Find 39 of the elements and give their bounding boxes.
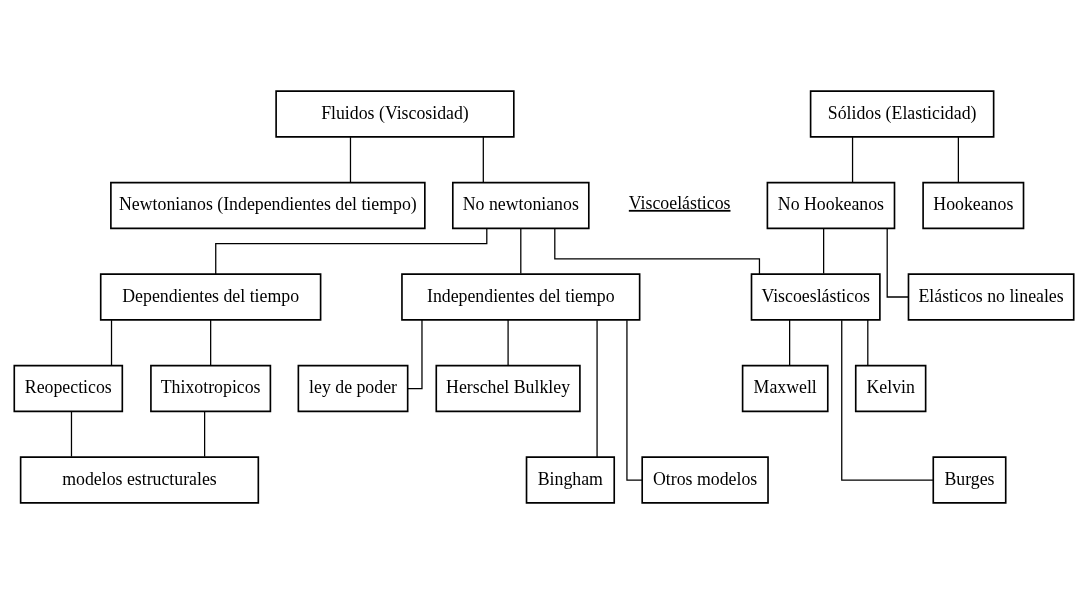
connector [349, 136, 352, 183]
node-box: Reopecticos [13, 364, 124, 413]
connector [886, 227, 909, 298]
node-box: Sólidos (Elasticidad) [809, 90, 995, 138]
connector [867, 319, 869, 366]
node-box: Newtonianos (Independientes del tiempo) [110, 181, 426, 230]
connector [482, 136, 484, 183]
node-box: modelos estructurales [19, 456, 260, 504]
node-box: Otros modelos [641, 456, 769, 504]
connector [841, 319, 934, 481]
connector [520, 227, 522, 275]
node-box: Dependientes del tiempo [99, 273, 322, 321]
node-box: No Hookeanos [766, 181, 896, 230]
connector [70, 410, 73, 458]
label: Viscoelásticos [628, 192, 731, 213]
node-box: Kelvin [854, 364, 927, 413]
connector [626, 319, 643, 481]
connector [210, 319, 212, 366]
node-box: Herschel Bulkley [435, 364, 581, 413]
connector [789, 319, 791, 366]
node-box: ley de poder [297, 364, 409, 413]
node-box: Hookeanos [922, 181, 1025, 230]
connector [957, 136, 959, 183]
node-box: Bingham [525, 456, 616, 504]
node-box: Independientes del tiempo [401, 273, 641, 321]
connector [851, 136, 854, 183]
connector [554, 227, 761, 275]
connector [110, 319, 113, 366]
connector [596, 319, 598, 458]
node-box: Viscoeslásticos [750, 273, 881, 321]
connector [507, 319, 509, 366]
connector [204, 410, 206, 458]
node-box: Fluidos (Viscosidad) [275, 90, 515, 138]
node-box: Elásticos no lineales [907, 273, 1075, 321]
node-box: No newtonianos [451, 181, 590, 230]
node-box: Burges [932, 456, 1007, 504]
connector [823, 227, 825, 275]
node-box: Thixotropicos [150, 364, 272, 413]
node-box: Maxwell [741, 364, 829, 413]
